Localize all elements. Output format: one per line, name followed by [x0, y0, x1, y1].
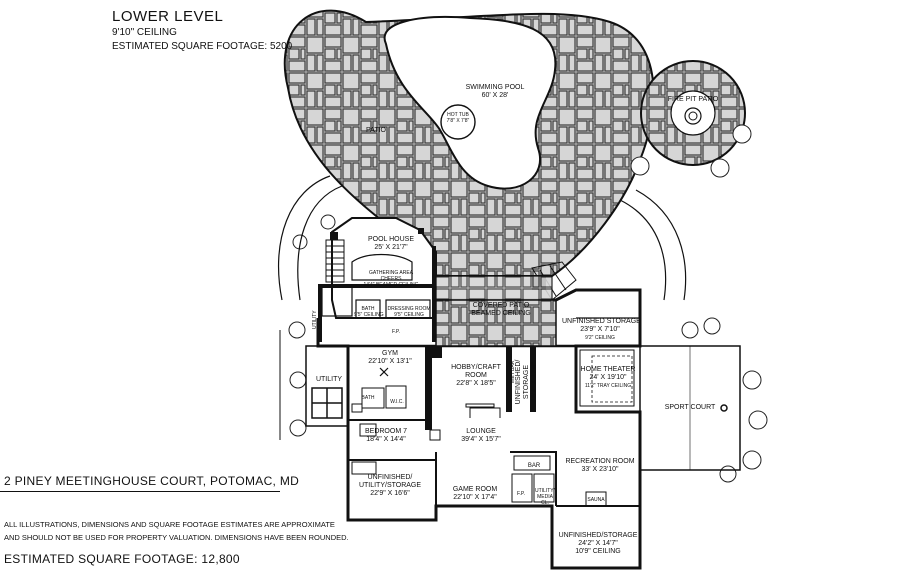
hot-tub [440, 104, 476, 140]
room-label-sport-court: SPORT COURT [664, 404, 716, 411]
room-label-fire-pit-patio: FIRE PIT PATIO [667, 96, 719, 103]
room-label-fp: F.P. [392, 329, 400, 335]
disclaimer-line-2: AND SHOULD NOT BE USED FOR PROPERTY VALU… [4, 533, 349, 542]
level-square-footage: ESTIMATED SQUARE FOOTAGE: 5200 [112, 41, 293, 52]
room-label-bath-gym: BATH [361, 395, 375, 401]
swimming-pool [383, 16, 557, 190]
room-label-utility-small: UTILITY [312, 310, 318, 329]
disclaimer: ALL ILLUSTRATIONS, DIMENSIONS AND SQUARE… [4, 518, 364, 544]
property-address: 2 PINEY MEETINGHOUSE COURT, POTOMAC, MD [4, 474, 300, 488]
level-title: LOWER LEVEL [112, 8, 224, 25]
room-label-wic: W.I.C. [390, 399, 404, 405]
ceiling-height: 9'10" CEILING [112, 27, 177, 38]
disclaimer-line-1: ALL ILLUSTRATIONS, DIMENSIONS AND SQUARE… [4, 520, 335, 529]
room-label-bar: BAR [527, 463, 541, 469]
tree-icons [288, 124, 768, 483]
room-label-sauna: SAUNA [587, 497, 605, 503]
total-square-footage: ESTIMATED SQUARE FOOTAGE: 12,800 [4, 552, 240, 566]
sport-court [639, 345, 741, 471]
room-label-fp-2: F.P. [517, 491, 525, 497]
room-label-patio: PATIO [366, 127, 386, 134]
room-label-utility: UTILITY [315, 376, 343, 383]
address-divider [0, 491, 280, 492]
gym-x-icon [379, 367, 389, 377]
